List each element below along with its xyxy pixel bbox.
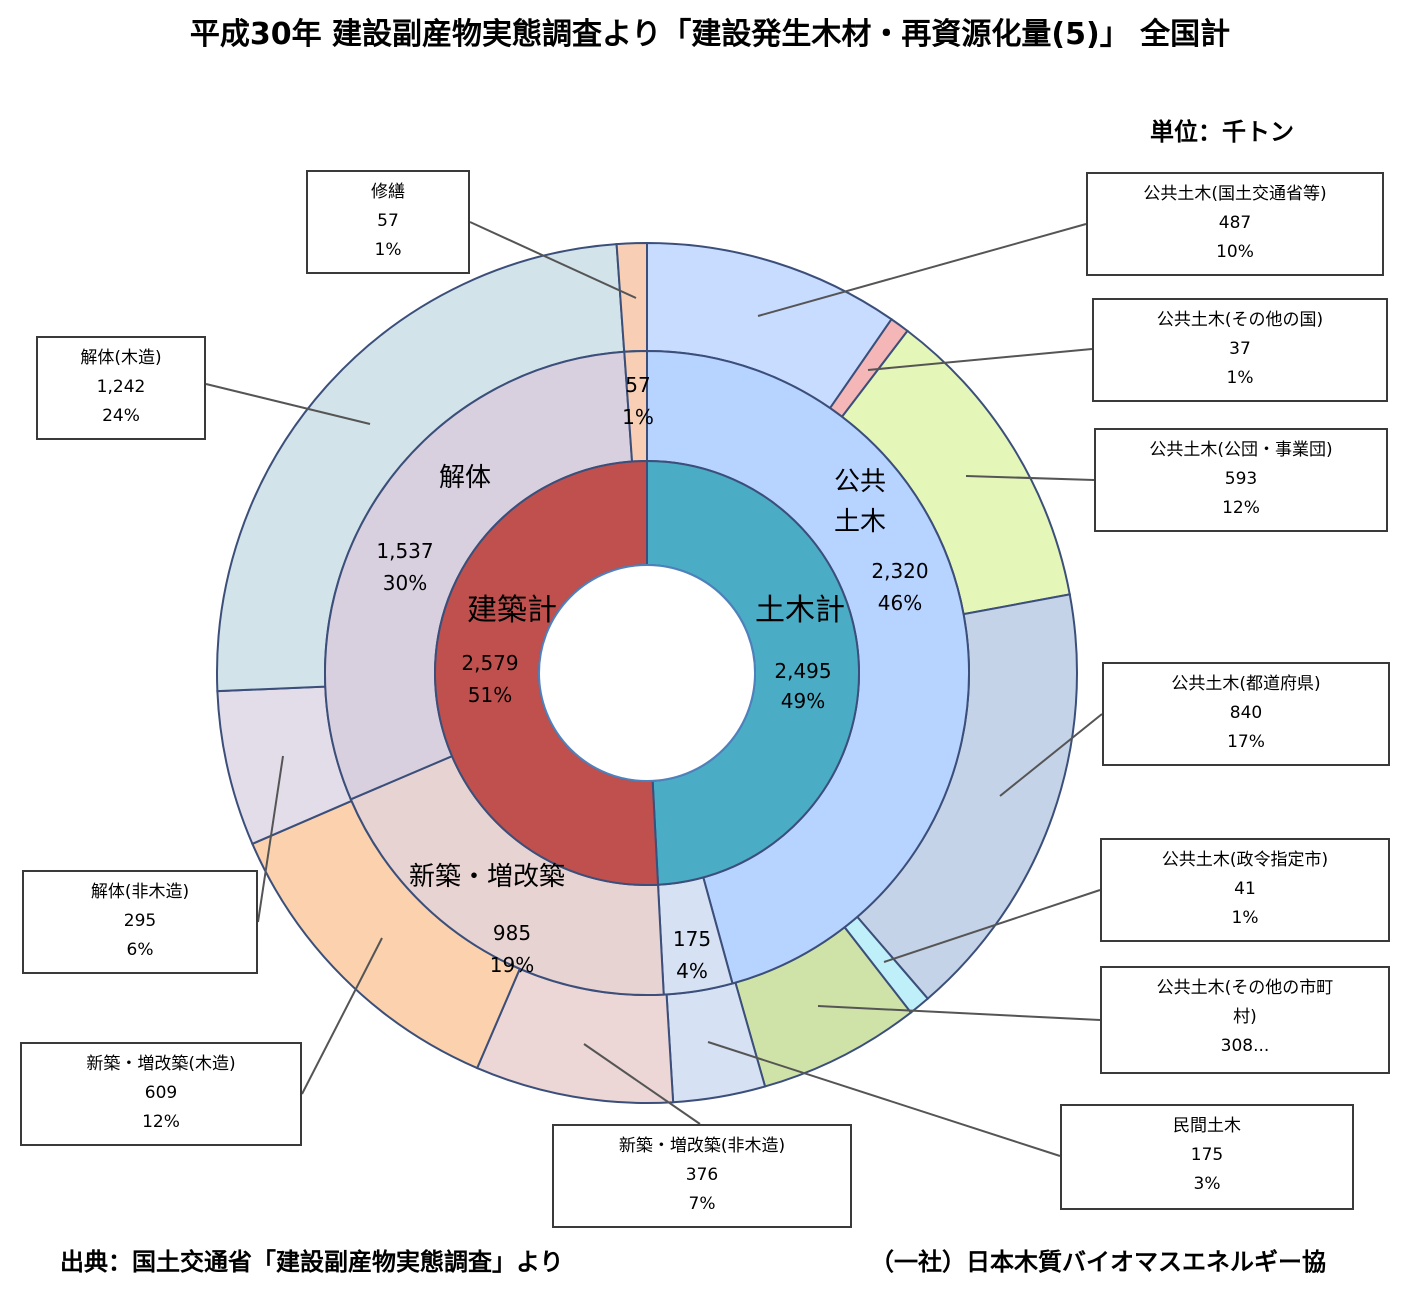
callout-name: 新築・増改築(木造) [86,1054,236,1074]
inner-label-percent: 51% [468,683,512,707]
callout-value: 376 [685,1165,719,1185]
middle-label-percent: 46% [878,591,922,615]
callout-value: 1,242 [96,377,146,397]
callout-designated-city: 公共土木(政令指定市) 41 1% [1100,838,1390,942]
callout-other-national: 公共土木(その他の国) 37 1% [1092,298,1388,402]
middle-label-percent: 19% [490,953,534,977]
middle-label-value: 1,537 [376,539,433,563]
callout-new-nonwood: 新築・増改築(非木造) 376 7% [552,1124,852,1228]
callout-name: 修繕 [371,182,405,202]
middle-label-name: 公共 [834,467,886,497]
leader-line [583,1043,701,1125]
leader-line [965,475,1095,481]
callout-value: 37 [1229,339,1251,359]
middle-label-value: 57 [625,373,650,397]
callout-percent: 1% [1226,368,1254,388]
leader-line [257,755,284,923]
callout-demolition-wood: 解体(木造) 1,242 24% [36,336,206,440]
middle-label-name: 土木 [834,507,886,537]
callout-percent: 6% [126,940,154,960]
middle-label-percent: 30% [383,571,427,595]
callout-name: 公共土木(国土交通省等) [1143,184,1327,204]
callout-repair: 修繕 57 1% [306,170,470,274]
middle-label-percent: 1% [622,405,654,429]
callout-percent: 10% [1216,242,1254,262]
center-hole [538,564,756,782]
callout-mlit: 公共土木(国土交通省等) 487 10% [1086,172,1384,276]
callout-value: 295 [123,911,157,931]
leader-line [999,713,1103,797]
callout-value: 609 [144,1083,178,1103]
callout-private-civil: 民間土木 175 3% [1060,1104,1354,1210]
leader-line [707,1041,1061,1157]
callout-value: 57 [377,211,399,231]
inner-label-name: 建築計 [467,593,557,628]
callout-percent: 12% [1222,498,1260,518]
middle-label-value: 2,320 [871,559,928,583]
callout-percent: 17% [1227,732,1265,752]
inner-label-percent: 49% [781,689,825,713]
callout-percent: 1% [374,240,402,260]
callout-public-corp: 公共土木(公団・事業団) 593 12% [1094,428,1388,532]
callout-value: 593 [1224,469,1258,489]
callout-other-municipal: 公共土木(その他の市町 村) 308... [1100,966,1390,1074]
callout-percent: 12% [142,1112,180,1132]
leader-line [205,383,371,425]
inner-label-name: 土木計 [755,593,845,628]
middle-label-value: 175 [673,927,711,951]
leader-line [469,221,637,299]
inner-label-value: 2,495 [774,659,831,683]
callout-name: 民間土木 [1173,1116,1241,1136]
leader-line [867,348,1093,371]
middle-label-name: 解体 [439,463,491,493]
source-note: 出典：国土交通省「建設副産物実態調査」より [60,1248,564,1276]
callout-name: 公共土木(その他の国) [1156,310,1324,330]
callout-value: 487 [1218,213,1252,233]
callout-name: 公共土木(都道府県) [1171,674,1321,694]
inner-label-value: 2,579 [461,651,518,675]
callout-percent: 7% [688,1194,716,1214]
unit-label: 単位：千トン [1150,118,1294,146]
middle-label-percent: 4% [676,959,708,983]
callout-percent: 3% [1193,1174,1221,1194]
callout-name-cont: 村) [1233,1007,1257,1027]
callout-name: 公共土木(公団・事業団) [1149,440,1333,460]
callout-name: 解体(木造) [80,348,162,368]
callout-value: 840 [1229,703,1263,723]
callout-name: 新築・増改築(非木造) [618,1136,786,1156]
callout-value: 41 [1234,879,1256,899]
chart-title: 平成30年 建設副産物実態調査より「建設発生木材・再資源化量(5)」 全国計 [189,17,1231,52]
callout-prefecture: 公共土木(都道府県) 840 17% [1102,662,1390,766]
callout-name: 解体(非木造) [90,882,190,902]
leader-line [301,937,383,1095]
leader-line [817,1005,1101,1021]
callout-percent: 24% [102,406,140,426]
middle-label-value: 985 [493,921,531,945]
callout-name: 公共土木(その他の市町 [1156,978,1334,998]
callout-demolition-nonwood: 解体(非木造) 295 6% [22,870,258,974]
callout-value: 175 [1190,1145,1224,1165]
callout-percent: 1% [1231,908,1259,928]
callout-value: 308... [1220,1036,1270,1056]
callout-new-wood: 新築・増改築(木造) 609 12% [20,1042,302,1146]
leader-line [757,223,1087,317]
organization-name: （一社）日本木質バイオマスエネルギー協 [870,1248,1326,1276]
callout-name: 公共土木(政令指定市) [1161,850,1329,870]
leader-line [883,889,1101,963]
middle-label-name: 新築・増改築 [409,862,565,892]
